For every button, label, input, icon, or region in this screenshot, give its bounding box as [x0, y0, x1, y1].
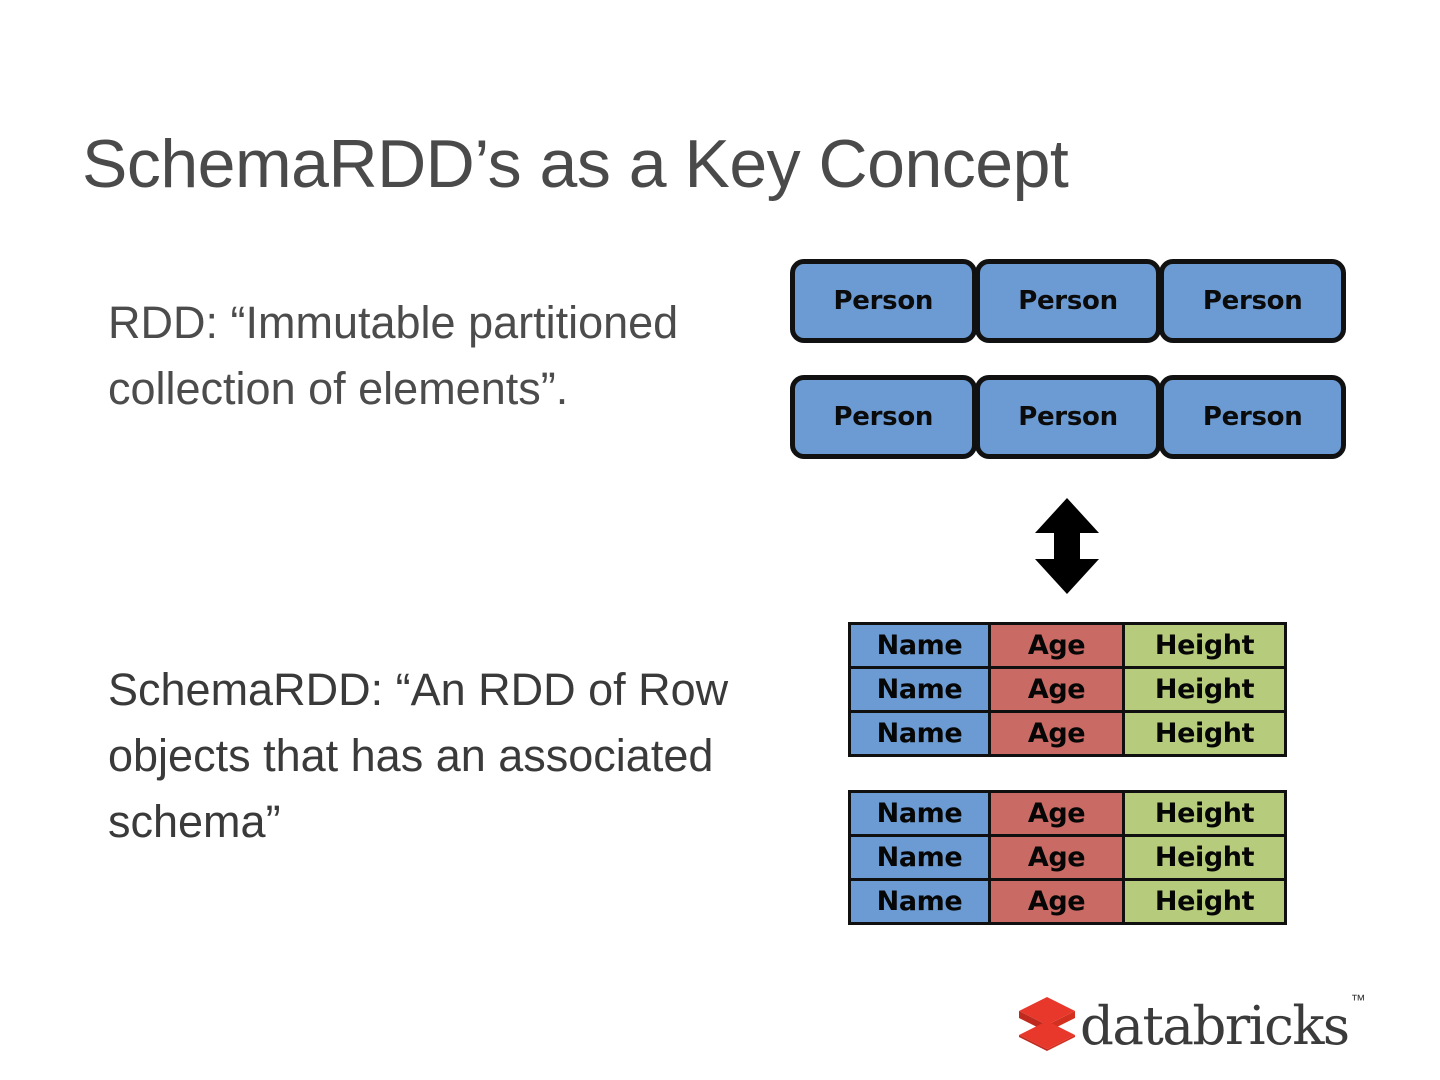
- cell-name: Name: [848, 622, 991, 669]
- cell-name: Name: [848, 666, 991, 713]
- cell-height: Height: [1122, 666, 1287, 713]
- double-arrow-icon: [1035, 498, 1099, 594]
- cell-name: Name: [848, 710, 991, 757]
- databricks-mark-icon: [1019, 997, 1075, 1051]
- schemardd-definition-text: SchemaRDD: “An RDD of Row objects that h…: [108, 664, 729, 848]
- databricks-logo: databricks ™: [1016, 991, 1366, 1057]
- table-row: Name Age Height: [848, 834, 1287, 881]
- cell-height: Height: [1122, 710, 1287, 757]
- table-row: Name Age Height: [848, 710, 1287, 757]
- cell-name: Name: [848, 790, 991, 837]
- cell-height: Height: [1122, 878, 1287, 925]
- person-element: Person: [790, 375, 977, 459]
- cell-age: Age: [988, 790, 1125, 837]
- person-element: Person: [1159, 259, 1347, 343]
- cell-name: Name: [848, 834, 991, 881]
- databricks-wordmark: databricks: [1080, 995, 1350, 1057]
- cell-age: Age: [988, 710, 1125, 757]
- rdd-partition-row-1: Person Person Person: [790, 259, 1347, 343]
- page-title: SchemaRDD’s as a Key Concept: [82, 125, 1069, 202]
- cell-height: Height: [1122, 834, 1287, 881]
- schema-table-bottom: Name Age Height Name Age Height Name Age…: [848, 790, 1287, 925]
- table-row: Name Age Height: [848, 666, 1287, 713]
- cell-age: Age: [988, 834, 1125, 881]
- person-element: Person: [790, 259, 977, 343]
- table-row: Name Age Height: [848, 878, 1287, 925]
- schema-table-bottom-clip: Name Age Height Name Age Height Name Age…: [0, 780, 1440, 926]
- person-element: Person: [974, 375, 1162, 459]
- cell-age: Age: [988, 666, 1125, 713]
- cell-height: Height: [1122, 622, 1287, 669]
- table-row: Name Age Height: [848, 790, 1287, 837]
- cell-height: Height: [1122, 790, 1287, 837]
- cell-age: Age: [988, 622, 1125, 669]
- cell-age: Age: [988, 878, 1125, 925]
- cell-name: Name: [848, 878, 991, 925]
- person-element: Person: [974, 259, 1162, 343]
- person-element: Person: [1159, 375, 1347, 459]
- schema-table-top: Name Age Height Name Age Height Name Age…: [848, 622, 1287, 757]
- rdd-definition-text: RDD: “Immutable partitioned collection o…: [108, 297, 679, 415]
- trademark-symbol: ™: [1350, 991, 1366, 1009]
- table-row: Name Age Height: [848, 622, 1287, 669]
- rdd-partition-row-2: Person Person Person: [790, 375, 1347, 459]
